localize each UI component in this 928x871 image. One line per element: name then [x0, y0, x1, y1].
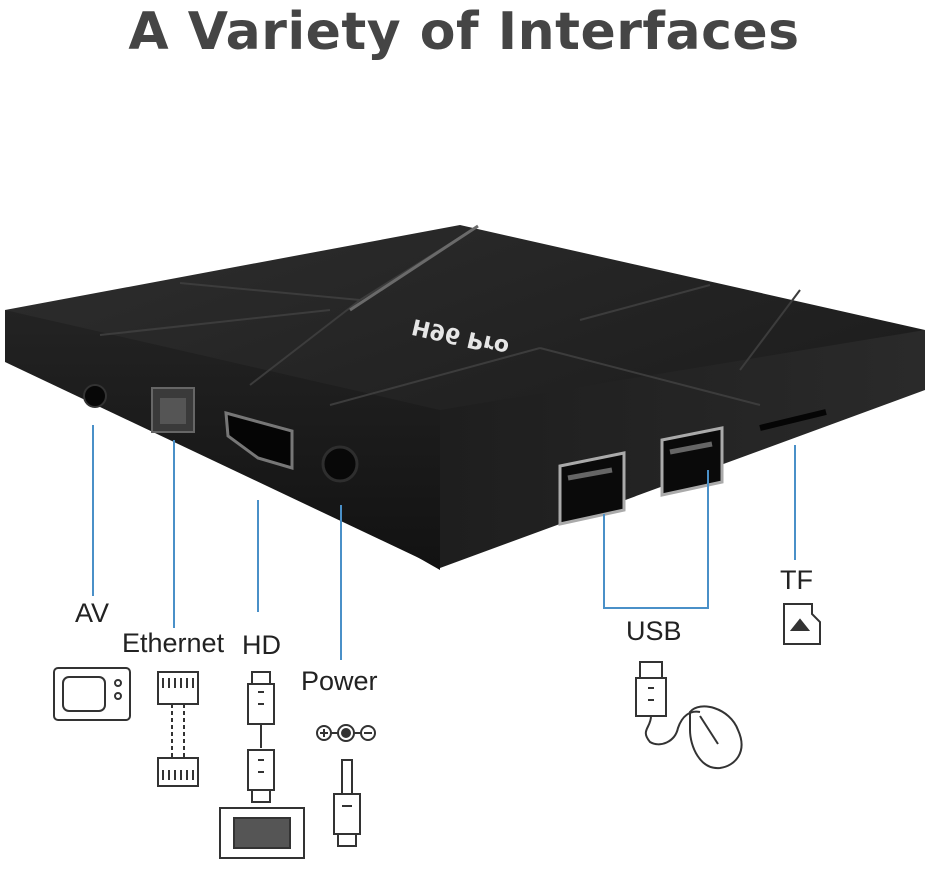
hdmi-cable-icon — [219, 671, 305, 859]
power-label: Power — [301, 666, 378, 696]
tf-label: TF — [780, 565, 813, 595]
leader-lines — [92, 425, 796, 660]
tf-card-icon — [783, 603, 821, 645]
page-title: A Variety of Interfaces — [128, 2, 800, 62]
power-port — [321, 445, 359, 483]
ethernet-label: Ethernet — [122, 628, 225, 658]
box-top — [5, 225, 925, 565]
av-label: AV — [75, 598, 110, 628]
usb-port-2 — [660, 426, 724, 497]
box-front — [5, 310, 440, 568]
usb-port-1 — [558, 451, 626, 526]
hd-label: HD — [242, 630, 281, 660]
tv-box: H96 Pro — [5, 224, 925, 570]
power-plug-icon — [316, 724, 376, 847]
ethernet-cable-icon — [157, 671, 199, 787]
av-port — [83, 384, 107, 408]
usb-label: USB — [626, 616, 682, 646]
hdmi-port — [224, 410, 294, 471]
tf-slot — [759, 409, 827, 431]
tv-monitor-icon — [53, 667, 131, 721]
usb-mouse-icon — [635, 661, 743, 770]
